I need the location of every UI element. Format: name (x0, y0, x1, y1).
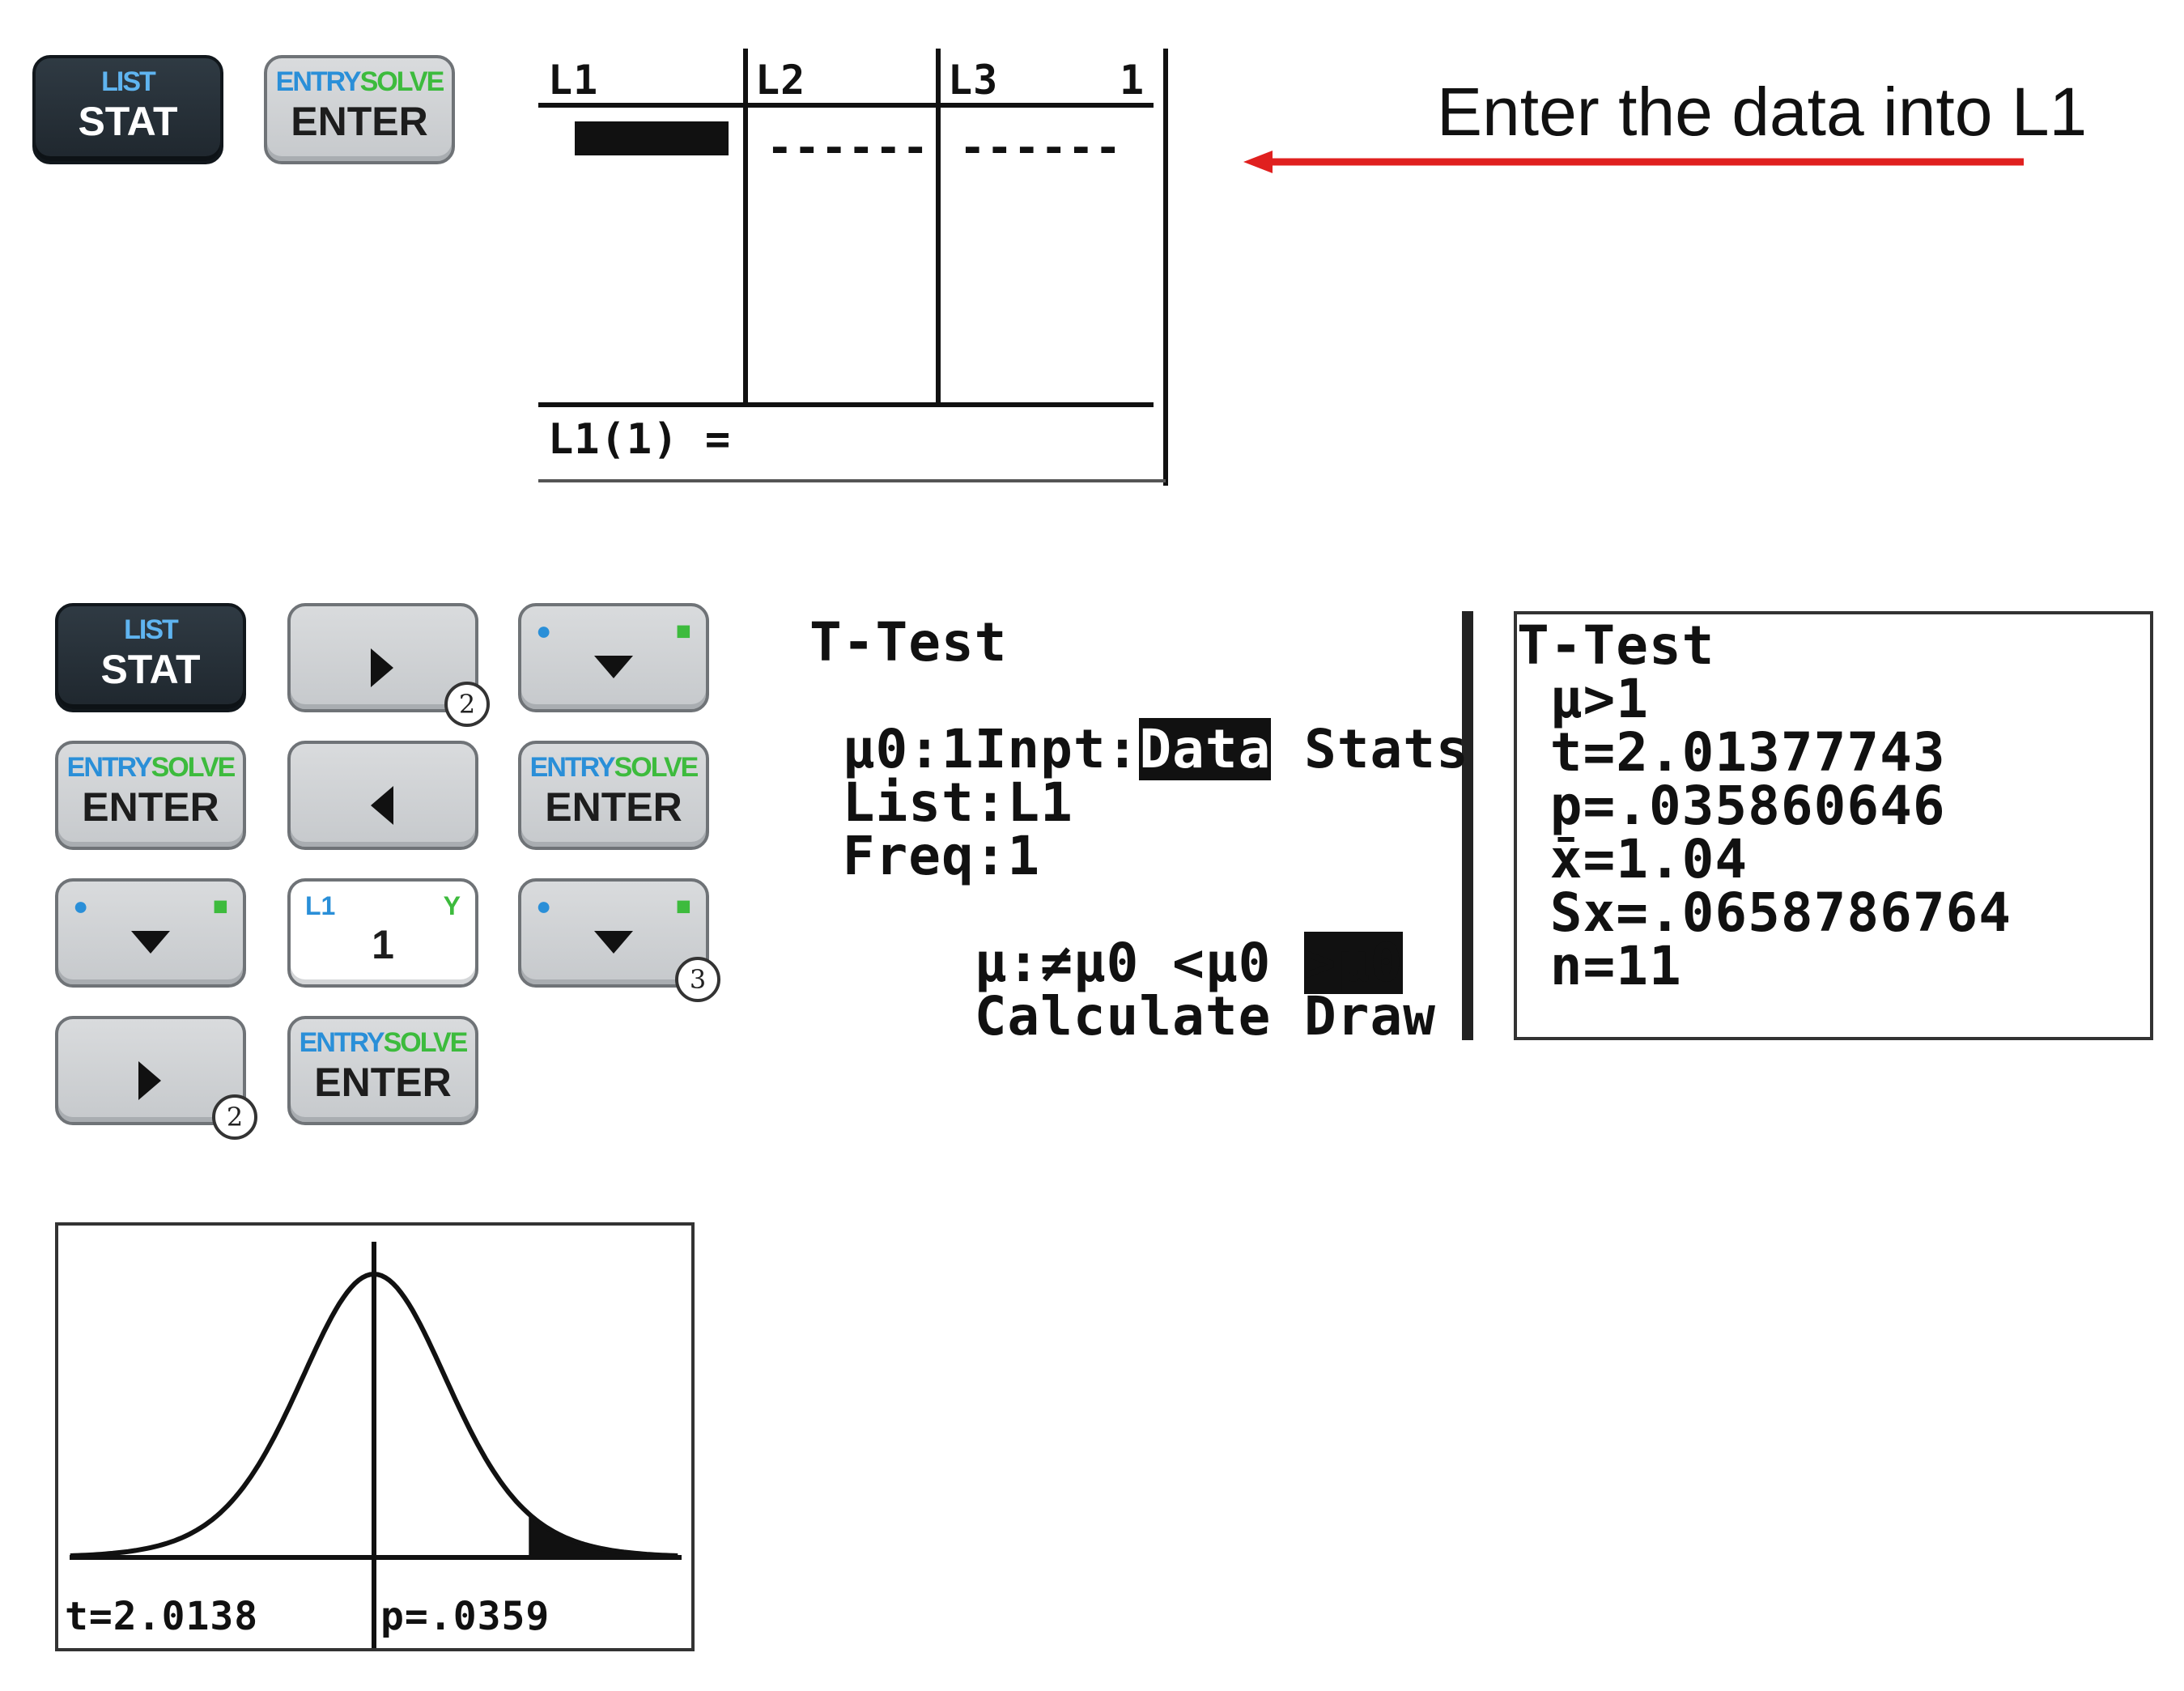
inpt-stats-option[interactable]: Stats (1271, 718, 1469, 780)
list-second-label: LIST (101, 66, 156, 97)
press-count-badge: 3 (675, 957, 720, 1002)
p-value-shaded-region (529, 1514, 678, 1557)
draw-t-label: t=2.0138 (65, 1594, 259, 1639)
stat-key-label-2: STAT (100, 647, 201, 692)
down-arrow-key-2[interactable]: ● ■ (518, 603, 709, 712)
ttest-result-screen: T-Test μ>1 t=2.01377743 p=.035860646 x̄=… (1514, 611, 2153, 1040)
list-second-label-2: LIST (124, 614, 179, 645)
result-n: n=11 (1517, 935, 1682, 997)
down-triangle-icon (594, 931, 633, 954)
list-header-l1: L1 (548, 57, 599, 104)
one-key-label: 1 (372, 922, 394, 967)
enter-key-label-3: ENTER (545, 784, 682, 830)
solve-label-4: SOLVE (383, 1027, 469, 1058)
alpha-dot-icon: ● (536, 891, 552, 920)
enter-key[interactable]: ENTRYSOLVE ENTER (264, 55, 455, 164)
alpha-dot-icon: ● (73, 891, 89, 920)
down-arrow-key-1[interactable]: ● ■ (55, 878, 246, 988)
mu0-field[interactable]: μ0:1 (809, 718, 975, 780)
entry-label: ENTRY (275, 66, 362, 97)
enter-key-4[interactable]: ENTRYSOLVE ENTER (287, 1016, 478, 1125)
result-p: p=.035860646 (1517, 775, 1946, 837)
down-triangle-icon (131, 931, 170, 954)
instruction-text: Enter the data into L1 (1437, 74, 2088, 150)
list-field[interactable]: List:L1 (809, 771, 1073, 834)
enter-key-3[interactable]: ENTRYSOLVE ENTER (518, 741, 709, 850)
enter-key-2[interactable]: ENTRYSOLVE ENTER (55, 741, 246, 850)
down-triangle-icon (594, 656, 633, 679)
inpt-data-option[interactable]: Data (1139, 718, 1272, 780)
green-marker-icon: ■ (675, 891, 691, 920)
entry-label-3: ENTRY (529, 752, 616, 783)
calculate-option[interactable]: Calculate (941, 985, 1272, 1047)
l2-placeholder: ------ (767, 122, 930, 173)
inpt-label: Inpt: (941, 718, 1140, 780)
enter-key-label: ENTER (291, 99, 428, 144)
draw-screen: t=2.0138 p=.0359 (55, 1222, 695, 1651)
left-arrow-key[interactable] (287, 741, 478, 850)
ttest-title: T-Test (809, 611, 1008, 673)
right-triangle-icon (138, 1061, 161, 1101)
right-triangle-icon (371, 648, 393, 688)
left-triangle-icon (371, 786, 393, 826)
t-distribution-plot (70, 1242, 682, 1648)
alpha-dot-icon: ● (536, 616, 552, 645)
column-index: 1 (1120, 57, 1145, 104)
instruction-arrow (1243, 151, 2024, 173)
result-title: T-Test (1517, 614, 1715, 677)
solve-label: SOLVE (359, 66, 445, 97)
solve-label-3: SOLVE (614, 752, 699, 783)
list-header-l2: L2 (755, 57, 806, 104)
result-t: t=2.01377743 (1517, 721, 1946, 784)
right-arrow-key-2[interactable]: 2 (55, 1016, 257, 1140)
enter-key-label-2: ENTER (82, 784, 219, 830)
result-alternative: μ>1 (1517, 668, 1649, 730)
stat-key[interactable]: LIST STAT (32, 55, 223, 164)
draw-p-label: p=.0359 (380, 1594, 550, 1639)
list-header-l3: L3 (948, 57, 999, 104)
stat-key-2[interactable]: LIST STAT (55, 603, 246, 712)
green-marker-icon: ■ (675, 616, 691, 645)
green-marker-icon: ■ (212, 891, 228, 920)
mu-greater-option[interactable]: >μ0 (1304, 932, 1404, 994)
press-count-badge: 2 (444, 682, 490, 727)
l1-second-label: L1 (305, 891, 336, 920)
list-editor-screen: L1 L2 L3 1 ------ ------ L1(1) = (538, 49, 1170, 486)
ttest-setup-screen: T-Test Inpt:Data Stats μ0:1 List:L1 Freq… (809, 611, 1473, 1043)
right-arrow-key-1[interactable]: 2 (287, 603, 490, 727)
entry-label-4: ENTRY (299, 1027, 385, 1058)
one-key[interactable]: L1 Y 1 (287, 878, 478, 988)
result-xbar: x̄=1.04 (1517, 828, 1748, 890)
mu-alternative-label[interactable]: μ:≠μ0 <μ0 (941, 932, 1305, 994)
entry-label-2: ENTRY (66, 752, 153, 783)
solve-label-2: SOLVE (151, 752, 236, 783)
result-sx: Sx=.0658786764 (1517, 882, 2012, 944)
freq-field[interactable]: Freq:1 (809, 825, 1041, 887)
stat-key-label: STAT (78, 99, 178, 144)
press-count-badge: 2 (212, 1094, 257, 1140)
l3-placeholder: ------ (959, 122, 1123, 173)
list-editor-grid (538, 49, 1168, 486)
screen-edge (1462, 611, 1473, 1040)
enter-key-label-4: ENTER (314, 1060, 452, 1105)
down-arrow-key-3[interactable]: ● ■ 3 (518, 878, 720, 1002)
entry-prompt: L1(1) = (548, 415, 732, 464)
draw-option[interactable]: Draw (1271, 985, 1436, 1047)
y-alpha-label: Y (443, 891, 461, 920)
